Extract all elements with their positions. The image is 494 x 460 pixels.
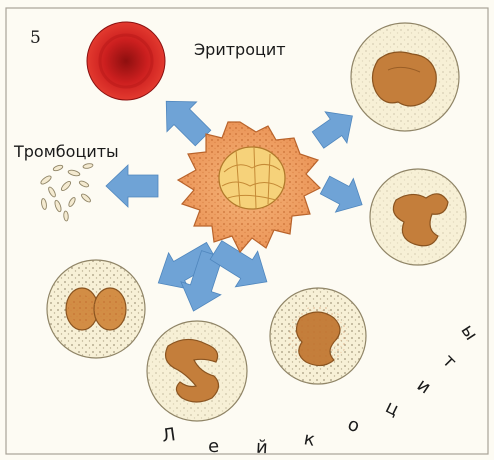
leukocytes-label-letter: Л (161, 424, 177, 447)
leukocytes-label-letter: й (255, 437, 268, 459)
basophil-cell (270, 288, 366, 384)
eosinophil-cell (47, 260, 145, 358)
band-leukocyte-cell (370, 169, 466, 265)
monocyte-cell (351, 23, 459, 131)
erythrocyte-label: Эритроцит (194, 40, 286, 59)
neutrophil-cell (147, 321, 247, 421)
thrombocytes-label: Тромбоциты (14, 142, 119, 161)
erythrocyte-cell (87, 22, 165, 100)
figure-number: 5 (30, 28, 41, 48)
leukocytes-label-letter: е (208, 436, 220, 457)
